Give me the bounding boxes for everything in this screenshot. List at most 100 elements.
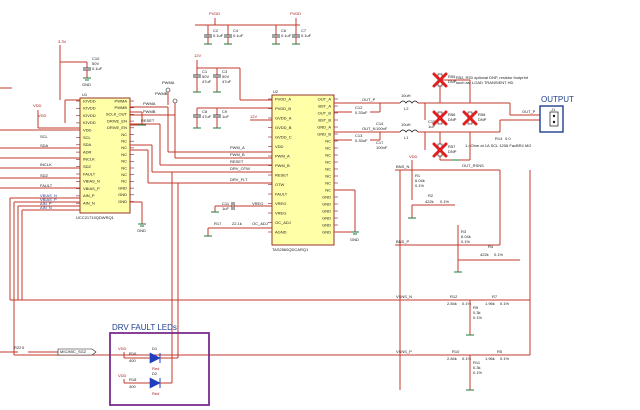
u1-right-pin-label: DRIVE_EN xyxy=(107,125,127,130)
net-pwmb: PWMB xyxy=(143,109,156,114)
c3-val: 47uF xyxy=(222,79,232,84)
c11-ref: C11 xyxy=(222,201,230,206)
u2-right-pin-label: GND xyxy=(322,201,331,206)
output-filter: OUT_P C12 0.33uF OUT_N C13 0.33uF 10uH L… xyxy=(334,79,540,161)
r10-ref: R10 xyxy=(452,349,460,354)
l1-ref: L1 xyxy=(404,135,409,140)
pwmb-probe: PWMB xyxy=(155,91,168,96)
u1-left-pin-label: SCL xyxy=(83,135,92,140)
cap-c1 xyxy=(193,74,201,78)
c10-ref: C10 xyxy=(92,56,100,61)
net-sda: SDA xyxy=(40,143,49,148)
net-reset-u2: RESET xyxy=(230,159,244,164)
u1-right-pin-label: NC xyxy=(121,159,127,164)
drv-fault-leds: DRV FAULT LEDs VDD R16 400 D1 Red VDD R1… xyxy=(109,323,210,406)
cap-c7 xyxy=(292,34,300,38)
u1-right-pin-label: GND xyxy=(118,185,127,190)
u1-left-pin-label: SDZ xyxy=(83,164,92,169)
output-frame xyxy=(539,105,564,133)
u1-left-pin-label: IOVDD xyxy=(83,113,96,118)
inductor-l2 xyxy=(399,100,419,104)
u2-left-pin-label: VREG xyxy=(275,201,286,206)
u1-left-pin-label: VDD xyxy=(83,128,92,133)
u2-left-pin-label: GVDD_C xyxy=(275,134,292,139)
c12-val: 0.33uF xyxy=(355,110,368,115)
r3-val: 6.04k xyxy=(461,234,471,239)
dnp-ref: R58 xyxy=(478,112,486,117)
l1-val: 10uH xyxy=(401,122,411,127)
u2-right-pin-label: NC xyxy=(325,145,331,150)
r4-tol: 0.1% xyxy=(494,252,504,257)
u1-left-pin-label: INCLK xyxy=(83,157,95,162)
net-vsns-p: VSNS_P xyxy=(396,349,412,354)
u2-right-pin-label: NC xyxy=(325,187,331,192)
connector-j1[interactable] xyxy=(549,111,559,127)
u1-right-pin-label: NC xyxy=(121,139,127,144)
u2-right-pin-label: BST_A xyxy=(318,103,331,108)
c4-ref: C4 xyxy=(233,28,239,33)
r2-ref: R2 xyxy=(428,193,434,198)
u1-right-pin-label: GND xyxy=(118,199,127,204)
r-led2-ref: R18 xyxy=(129,377,137,382)
net-sdz: SDZ xyxy=(40,173,49,178)
u2-right-pin-label: GND xyxy=(322,229,331,234)
r7-tol: 0.1% xyxy=(500,301,510,306)
c2-ref: C2 xyxy=(213,28,219,33)
u1-right-pin-label: PWMB xyxy=(115,105,128,110)
u1-right-pin-label: DRIVE_EN xyxy=(107,118,127,123)
c13-ref: C13 xyxy=(355,133,363,138)
net-fault: FAULT xyxy=(40,183,53,188)
dnp-ref: R57 xyxy=(448,144,456,149)
r5-tol: 0.1% xyxy=(500,356,510,361)
c14-ref: C14 xyxy=(376,121,384,126)
r-oc-val: 22.1k xyxy=(232,221,242,226)
r-led2-val: 400 xyxy=(129,384,136,389)
net-ain-n: AIN_N xyxy=(40,205,52,210)
c3-volt: 50V xyxy=(222,74,229,79)
u1-left-pin-label: AIN_N xyxy=(83,201,95,206)
c4-val: 0.1uF xyxy=(233,33,244,38)
cap-c8 xyxy=(193,114,201,118)
r1-tol: 0.1% xyxy=(415,183,425,188)
u1-right-pin-label: NC xyxy=(121,165,127,170)
r1-val: 6.04k xyxy=(415,178,425,183)
u1-right-pin-label: SCLK_OUT xyxy=(106,112,128,117)
c17-val: 100nF xyxy=(376,145,388,150)
u2-left-pin-label: OTW xyxy=(275,182,285,187)
c12-ref: C12 xyxy=(355,105,363,110)
r14-ref: R14 xyxy=(495,136,503,141)
r22-ref: R22 xyxy=(14,345,22,350)
r4-ref: R4 xyxy=(488,244,494,249)
cap-c4 xyxy=(224,34,232,38)
dnp-x-mark xyxy=(432,142,448,158)
c9-val: 1uF xyxy=(222,114,229,119)
u2-right-pin-label: NC xyxy=(325,152,331,157)
ground-label: GND xyxy=(137,228,146,233)
r1-ref: R1 xyxy=(415,173,421,178)
u1-right-pin-label: PWMA xyxy=(115,98,128,103)
r4-val: 422k xyxy=(480,252,489,257)
net-bns-p: BNS_P xyxy=(396,239,409,244)
u1-left-pin-label: AIN_P xyxy=(83,193,95,198)
output-title: OUTPUT xyxy=(541,95,574,104)
c14-val: 100nF xyxy=(376,126,388,131)
r14-val: 0.0 xyxy=(505,136,511,141)
u2-left-pin-label: AGND xyxy=(275,229,287,234)
net-scl: SCL xyxy=(40,134,49,139)
dnp-x-mark xyxy=(432,72,448,88)
rail-pvdd-2: PVDD xyxy=(290,11,301,16)
r-led1-ref: R16 xyxy=(129,351,137,356)
rail-3v3-label: 3.3V xyxy=(58,39,67,44)
dnp-note: R52, R53 optional DNP, resistor footprin… xyxy=(456,75,529,85)
led-block-title: DRV FAULT LEDs xyxy=(112,323,177,332)
cap-c3 xyxy=(213,74,221,78)
u2-left-pin-label: VDD xyxy=(275,144,284,149)
cap-c11 xyxy=(231,202,235,210)
u2-right-pin-label: OUT_B xyxy=(318,110,332,115)
dnp-val: DNP xyxy=(448,117,457,122)
net-vbias-p: VBIAS_P xyxy=(40,197,57,202)
net-pwm-a: PWM_A xyxy=(230,145,245,150)
u2-left-pin-label: PWM_B xyxy=(275,163,290,168)
u1-left-pin-label: ADR xyxy=(83,149,92,154)
